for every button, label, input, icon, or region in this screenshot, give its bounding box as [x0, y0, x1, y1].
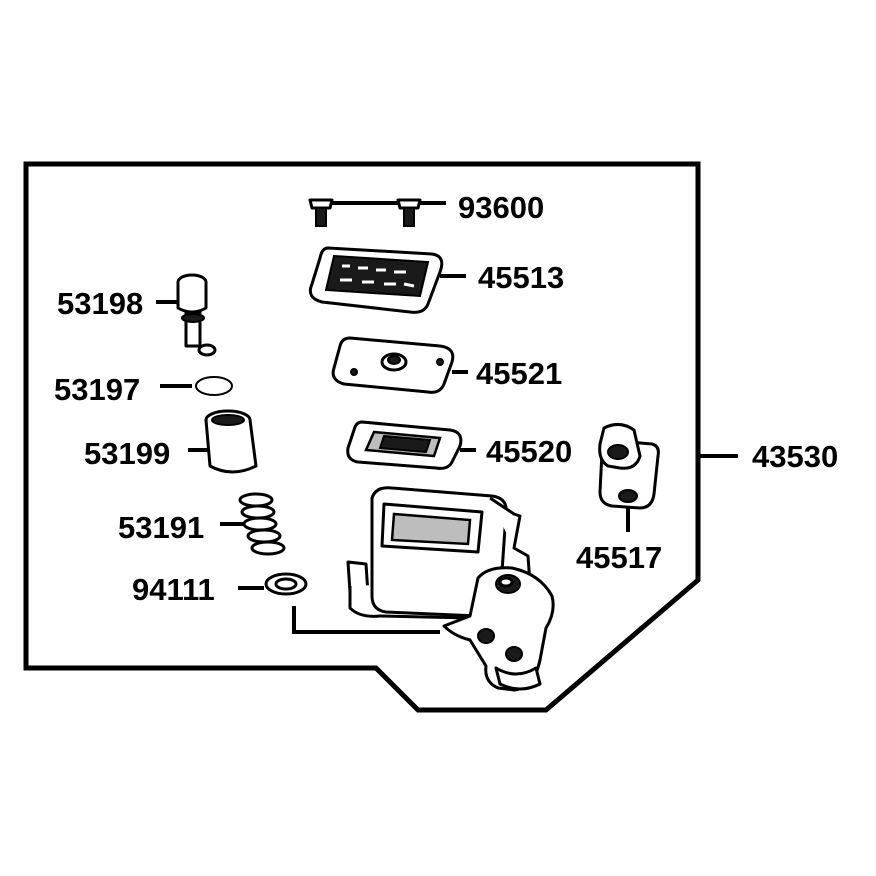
label-53191: 53191 — [118, 510, 204, 545]
part-94111-washer — [238, 572, 308, 596]
master-cylinder-body — [346, 486, 555, 692]
label-45521: 45521 — [476, 356, 562, 391]
part-53197-circlip — [160, 376, 233, 396]
label-53198: 53198 — [57, 286, 143, 321]
part-93600-screws — [308, 198, 446, 227]
assembly-frame — [23, 161, 701, 713]
label-94111: 94111 — [132, 572, 215, 607]
part-53199-piston-sleeve — [188, 409, 258, 474]
label-53197: 53197 — [54, 372, 140, 407]
part-45517-clamp — [598, 423, 660, 532]
part-45521-diaphragm-plate — [331, 336, 468, 394]
part-53198-push-rod — [156, 273, 217, 357]
label-45517: 45517 — [576, 540, 662, 575]
label-43530: 43530 — [752, 439, 838, 474]
part-53191-spring — [220, 492, 286, 556]
part-45513-reservoir-cover — [308, 246, 466, 314]
label-93600: 93600 — [458, 190, 544, 225]
part-45520-diaphragm — [346, 420, 476, 470]
label-45513: 45513 — [478, 260, 564, 295]
label-53199: 53199 — [84, 436, 170, 471]
label-45520: 45520 — [486, 434, 572, 469]
